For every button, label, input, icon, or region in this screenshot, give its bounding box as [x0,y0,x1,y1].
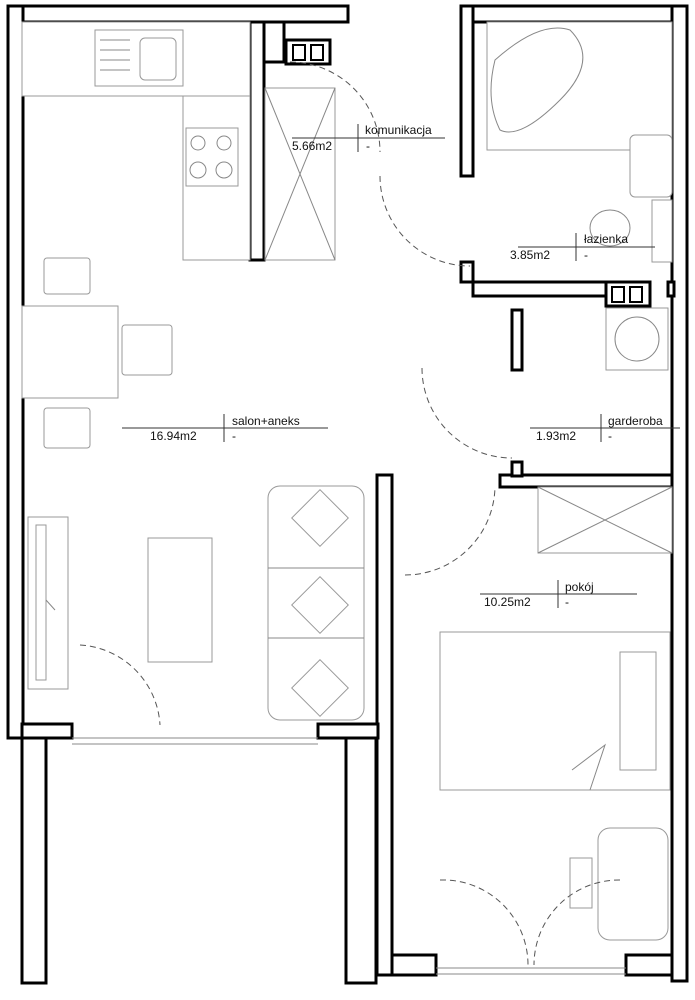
room-area-komunikacja: 5.66m2 [292,139,333,153]
bathroom-fixtures [486,21,673,554]
walls [6,4,689,985]
living-furniture [27,485,365,721]
room-name-komunikacja: komunikacja [365,123,432,137]
room-note-komunikacja: - [366,139,370,153]
label-leaders [122,124,680,608]
doors [79,61,621,966]
room-area-salon: 16.94m2 [150,429,197,443]
room-area-pokoj: 10.25m2 [484,595,531,609]
room-note-garderoba: - [608,429,612,443]
ventilation-shafts [284,38,652,308]
room-area-lazienka: 3.85m2 [510,248,551,262]
kitchen [21,21,336,261]
dining-table [21,257,173,449]
room-name-garderoba: garderoba [608,414,663,428]
room-name-salon: salon+aneks [232,414,300,428]
room-area-garderoba: 1.93m2 [536,429,577,443]
room-note-lazienka: - [584,248,588,262]
windows [72,737,626,975]
room-name-lazienka: łazienka [584,232,629,246]
bedroom-furniture [439,631,671,941]
room-note-salon: - [232,429,236,443]
room-name-pokoj: pokój [565,580,594,594]
room-note-pokoj: - [565,595,569,609]
